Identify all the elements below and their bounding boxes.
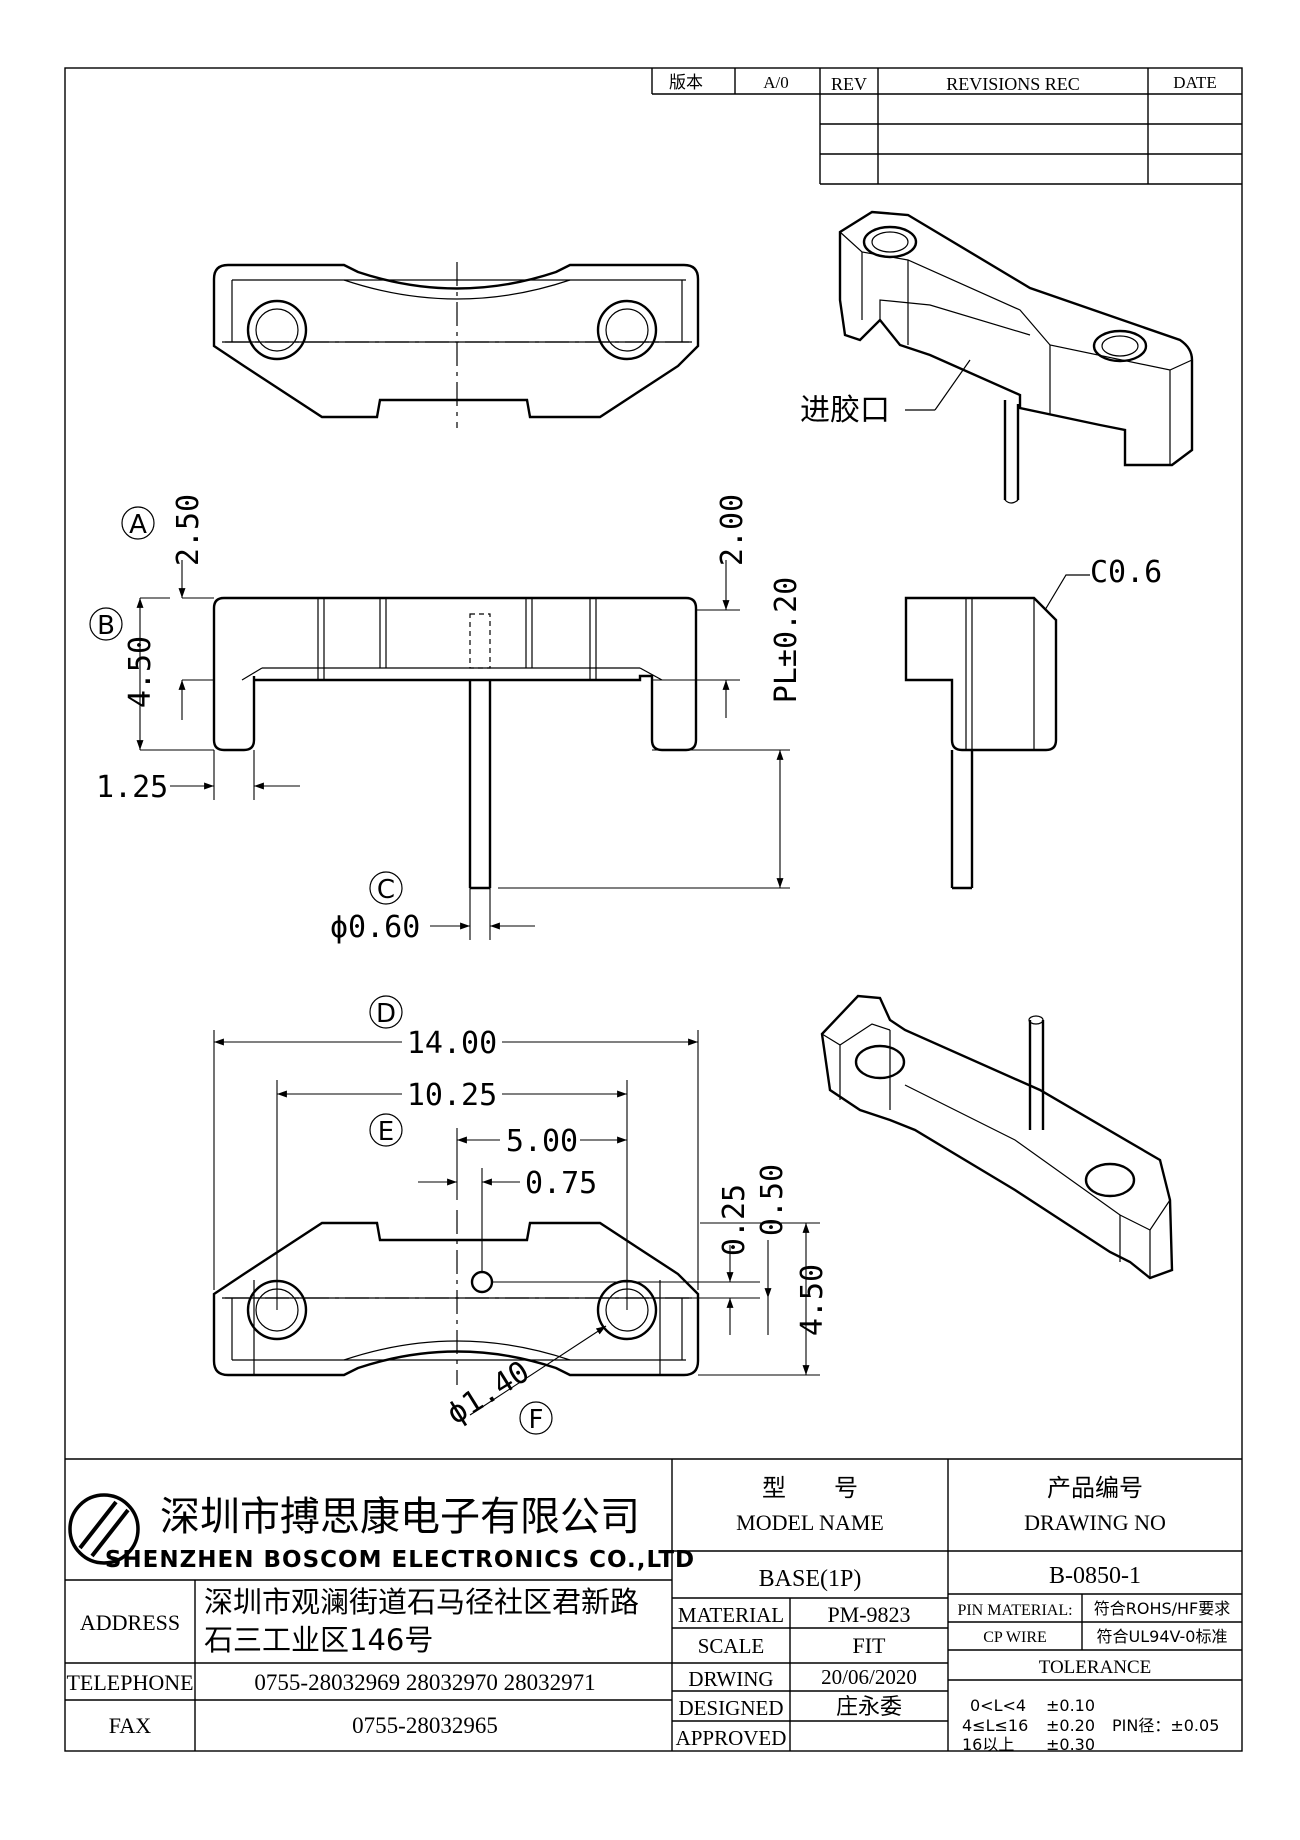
dim-200-value: 2.00 (715, 494, 750, 566)
side-view: C0.6 (904, 555, 1162, 890)
revision-table: 版本 A/0 REV REVISIONS REC DATE (651, 68, 1242, 185)
chamfer-label: C0.6 (1090, 555, 1162, 590)
front-dimensions: 2.50 4.50 2.00 PL±0.20 1.25 ϕ0.60 (96, 494, 804, 945)
tolerance-label: TOLERANCE (1039, 1657, 1152, 1678)
front-view (212, 596, 698, 890)
model-value: BASE(1P) (759, 1566, 862, 1592)
balloon-d: D (376, 999, 396, 1029)
dim-d-value: 14.00 (407, 1026, 497, 1061)
tol-pin: PIN径：±0.05 (1112, 1716, 1219, 1735)
dim-f-hole-value: ϕ1.40 (441, 1354, 536, 1432)
gate-label: 进胶口 (800, 394, 890, 427)
balloons: A B C D E F (89, 506, 553, 1435)
dim-c-pin-value: ϕ0.60 (330, 910, 420, 945)
telephone-label: TELEPHONE (66, 1670, 193, 1695)
material-value: PM-9823 (827, 1602, 910, 1627)
tol-row3-range: 16以上 (962, 1735, 1014, 1754)
bottom-view (212, 1210, 700, 1385)
tol-row3-value: ±0.30 (1046, 1735, 1095, 1754)
dim-a-value: 2.50 (171, 494, 206, 566)
rohs-note: 符合ROHS/HF要求 (1094, 1599, 1231, 1618)
drawing-no-en: DRAWING NO (1024, 1510, 1166, 1535)
scale-value: FIT (853, 1633, 887, 1658)
dim-pl-value: PL±0.20 (769, 577, 804, 703)
dim-e-value: 5.00 (506, 1124, 578, 1159)
iso-view-top: 进胶口 (800, 210, 1194, 504)
revisions-rec-label: REVISIONS REC (946, 74, 1080, 94)
pin-material-label: PIN MATERIAL: (957, 1602, 1072, 1619)
material-label: MATERIAL (678, 1603, 784, 1627)
tol-row1-range: 0<L<4 (970, 1696, 1026, 1715)
iso-view-bottom (820, 994, 1174, 1280)
telephone-value: 0755-28032969 28032970 28032971 (254, 1670, 595, 1695)
drawing-no-cn: 产品编号 (1047, 1474, 1143, 1502)
ul-note: 符合UL94V-0标准 (1097, 1627, 1228, 1646)
address-line1: 深圳市观澜街道石马径社区君新路 (204, 1585, 639, 1619)
drwing-value: 20/06/2020 (821, 1665, 917, 1689)
model-name-cn: 型 号 (762, 1474, 858, 1502)
date-label: DATE (1173, 73, 1216, 92)
company-name-en: SHENZHEN BOSCOM ELECTRONICS CO.,LTD (105, 1547, 695, 1573)
title-block (65, 1458, 1242, 1751)
rev-version-label: 版本 (669, 73, 703, 92)
balloon-b: B (97, 611, 115, 641)
scale-label: SCALE (698, 1634, 765, 1658)
dim-450b-value: 4.50 (795, 1264, 830, 1336)
designed-label: DESIGNED (679, 1696, 784, 1720)
rev-version-value: A/0 (763, 73, 789, 92)
fax-label: FAX (109, 1713, 151, 1738)
tol-row2-value: ±0.20 (1046, 1716, 1095, 1735)
tol-row2-range: 4≤L≤16 (962, 1716, 1028, 1735)
pin-material-value: CP WIRE (983, 1629, 1047, 1646)
company-name-cn: 深圳市搏思康电子有限公司 (160, 1494, 640, 1540)
sheet-frame (64, 67, 1243, 1752)
top-view (212, 262, 700, 428)
dim-075-value: 0.75 (525, 1166, 597, 1201)
approved-label: APPROVED (676, 1726, 787, 1750)
dim-050-value: 0.50 (755, 1164, 790, 1236)
drwing-label: DRWING (688, 1667, 773, 1691)
drawing-no-value: B-0850-1 (1049, 1563, 1141, 1589)
dim-1025-value: 10.25 (407, 1078, 497, 1113)
rev-label: REV (831, 74, 867, 94)
balloon-e: E (378, 1117, 394, 1147)
address-line2: 石三工业区146号 (204, 1623, 433, 1657)
dim-025-value: 0.25 (717, 1184, 752, 1256)
company-logo (68, 1493, 140, 1565)
model-name-en: MODEL NAME (736, 1510, 884, 1535)
dim-125-value: 1.25 (96, 770, 168, 805)
tol-row1-value: ±0.10 (1046, 1696, 1095, 1715)
bottom-dimensions: 14.00 10.25 5.00 0.75 0.25 0.50 4.50 ϕ1.… (213, 1026, 830, 1432)
designed-value: 庄永委 (836, 1695, 902, 1720)
address-label: ADDRESS (80, 1610, 180, 1635)
balloon-c: C (377, 875, 395, 905)
balloon-f: F (529, 1405, 544, 1435)
balloon-a: A (129, 510, 147, 540)
fax-value: 0755-28032965 (352, 1713, 498, 1738)
dim-b-value: 4.50 (123, 636, 158, 708)
